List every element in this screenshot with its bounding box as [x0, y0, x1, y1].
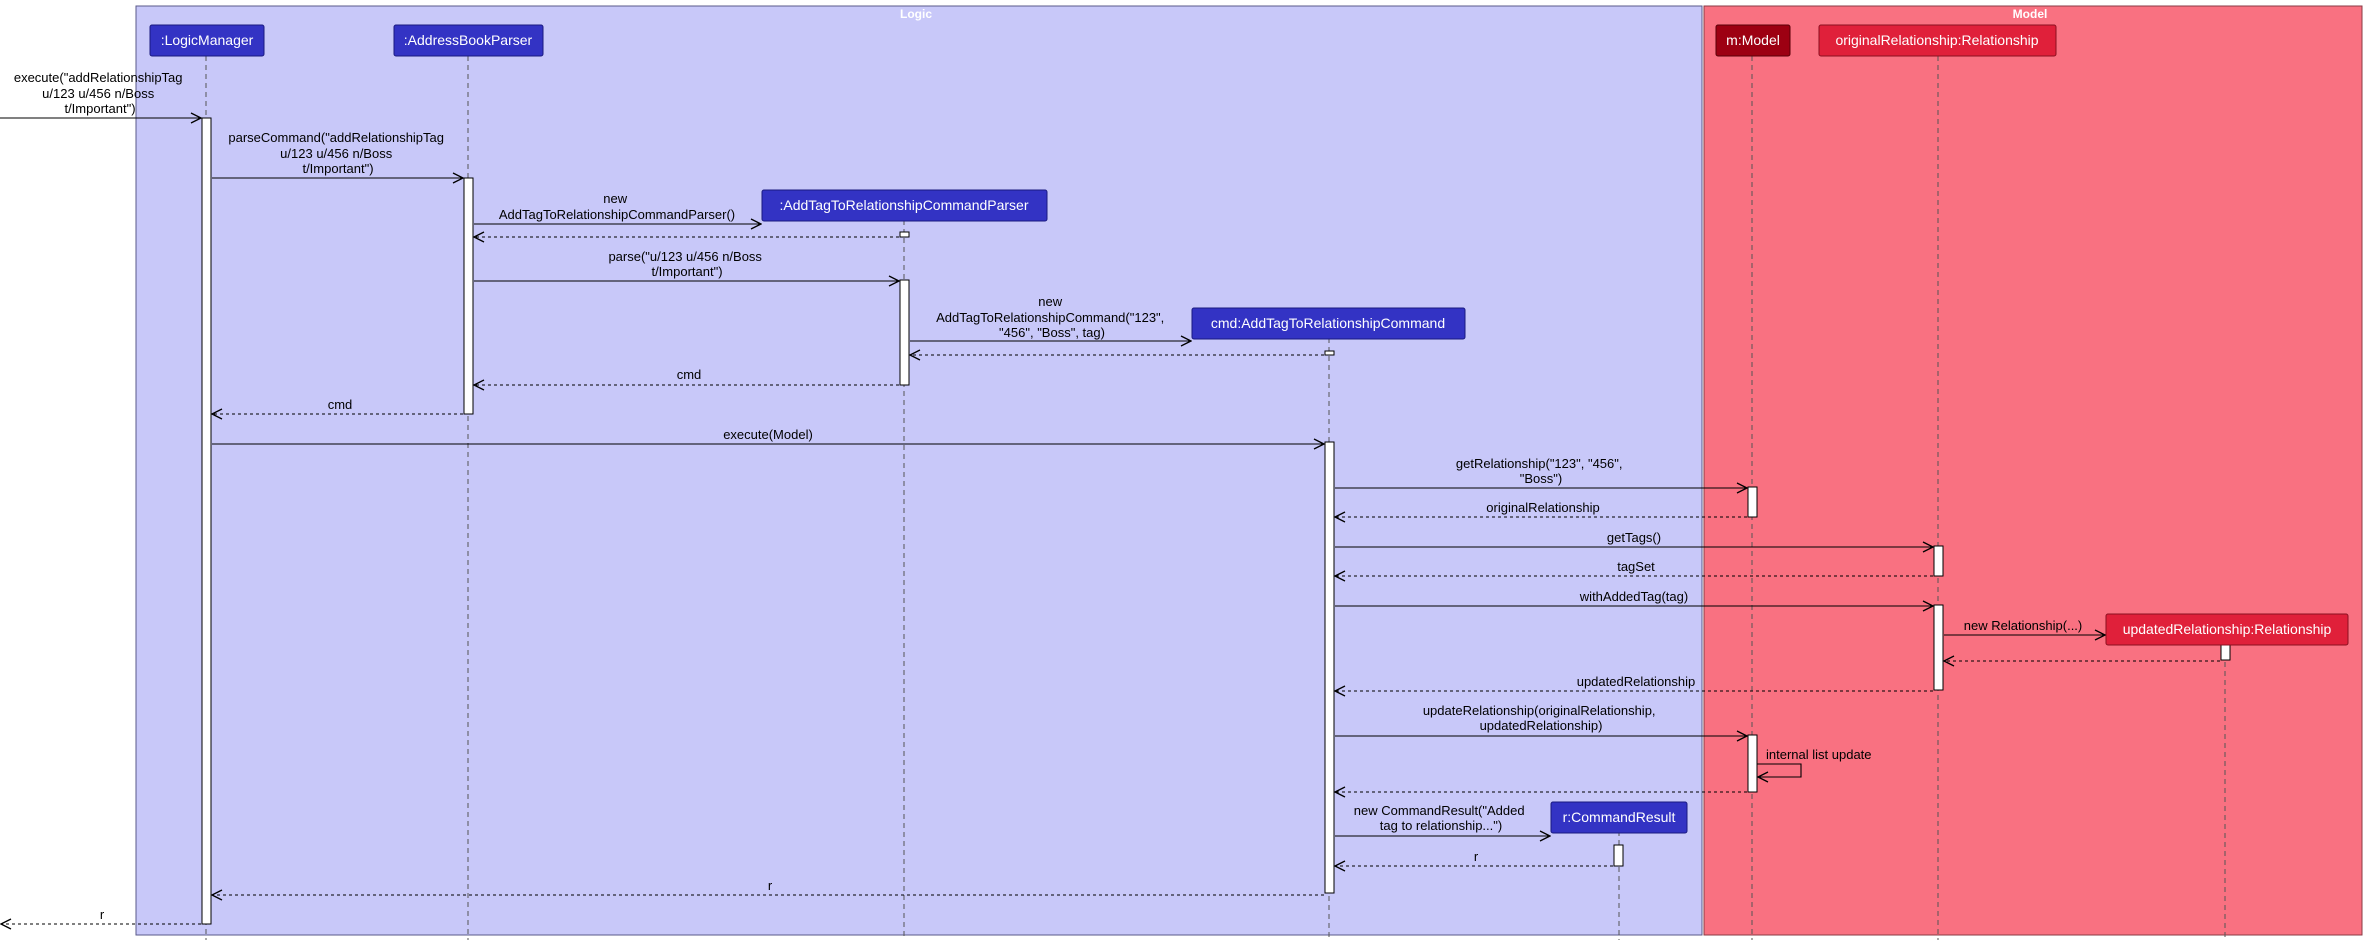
- message-execute-model: execute(Model): [212, 427, 1324, 444]
- svg-text:getRelationship("123", "456",: getRelationship("123", "456", "Boss"): [1456, 456, 1626, 486]
- activation-parser-constructor: [899, 231, 910, 238]
- message-label-line: tag to relationship..."): [1380, 818, 1502, 833]
- participant-label: :LogicManager: [161, 32, 254, 48]
- message-label-line: t/Important"): [302, 161, 373, 176]
- message-label-line: new: [1038, 294, 1062, 309]
- message-label: execute(Model): [723, 427, 813, 442]
- message-create-parser: new AddTagToRelationshipCommandParser(): [474, 191, 761, 224]
- participant-label: r:CommandResult: [1563, 809, 1676, 825]
- svg-text:new AddTagToRelationsh: new AddTagToRelationshipCommandParser(): [499, 191, 735, 222]
- participant-label: cmd:AddTagToRelationshipCommand: [1211, 315, 1445, 331]
- participant-command[interactable]: cmd:AddTagToRelationshipCommand: [1191, 307, 1466, 340]
- participant-command-result[interactable]: r:CommandResult: [1550, 801, 1688, 834]
- participant-model[interactable]: m:Model: [1715, 24, 1791, 57]
- activation-model-get: [1747, 486, 1758, 518]
- svg-text:parse("u/123 u/456 n/Boss: parse("u/123 u/456 n/Boss t/Important"): [608, 249, 765, 279]
- message-label-line: AddTagToRelationshipCommand("123",: [936, 310, 1164, 325]
- model-group-label: Model: [2013, 7, 2048, 21]
- activations: [201, 117, 2231, 925]
- message-label: new Relationship(...): [1964, 618, 2083, 633]
- participant-original-relationship[interactable]: originalRelationship:Relationship: [1818, 24, 2057, 57]
- logic-group: Logic: [135, 5, 1703, 936]
- activation-updated-relationship: [2220, 644, 2231, 661]
- activation-command-execute: [1324, 441, 1335, 894]
- message-label: r: [100, 907, 105, 922]
- activation-command-result: [1613, 844, 1624, 867]
- message-label-line: new: [603, 191, 627, 206]
- message-create-command-result: new CommandResult("Added tag to relation…: [1335, 803, 1550, 836]
- message-label: cmd: [328, 397, 353, 412]
- message-label: r: [768, 878, 773, 893]
- activation-logic-manager: [201, 117, 212, 925]
- svg-text:execute("addRelationshipTag: execute("addRelationshipTag u/123 u/456 …: [14, 70, 186, 116]
- participant-address-book-parser[interactable]: :AddressBookParser: [393, 24, 544, 57]
- activation-original-get-tags: [1933, 545, 1944, 577]
- message-label-line: new CommandResult("Added: [1354, 803, 1525, 818]
- participant-label: updatedRelationship:Relationship: [2123, 621, 2332, 637]
- message-create-relationship: new Relationship(...): [1944, 618, 2105, 635]
- message-parse-command: parseCommand("addRelationshipTag u/123 u…: [212, 130, 463, 178]
- message-label: internal list update: [1766, 747, 1872, 762]
- model-group-frame: [1703, 5, 2363, 936]
- participant-label: originalRelationship:Relationship: [1835, 32, 2038, 48]
- participant-label: m:Model: [1726, 32, 1780, 48]
- activation-original-with-added-tag: [1933, 604, 1944, 691]
- message-internal-list-update: internal list update: [1757, 747, 1872, 777]
- message-parse: parse("u/123 u/456 n/Boss t/Important"): [474, 249, 899, 281]
- message-get-relationship: getRelationship("123", "456", "Boss"): [1335, 456, 1747, 488]
- message-update-relationship: updateRelationship(originalRelationship,…: [1335, 703, 1747, 736]
- message-return-original-relationship: originalRelationship: [1335, 500, 1747, 517]
- svg-text:new CommandResult("Added: new CommandResult("Added tag to relation…: [1354, 803, 1528, 833]
- message-execute-command: execute("addRelationshipTag u/123 u/456 …: [0, 70, 201, 118]
- messages: execute("addRelationshipTag u/123 u/456 …: [0, 70, 2220, 924]
- svg-text:new AddTagToRelationsh: new AddTagToRelationshipCommand("123", "…: [936, 294, 1168, 340]
- message-label: cmd: [677, 367, 702, 382]
- participant-updated-relationship[interactable]: updatedRelationship:Relationship: [2105, 613, 2349, 646]
- participant-tag-command-parser[interactable]: :AddTagToRelationshipCommandParser: [761, 189, 1048, 222]
- message-label-line: updatedRelationship): [1480, 718, 1603, 733]
- message-label-line: t/Important"): [64, 101, 135, 116]
- message-label: getTags(): [1607, 530, 1661, 545]
- message-label-line: "Boss"): [1520, 471, 1562, 486]
- participant-logic-manager[interactable]: :LogicManager: [149, 24, 265, 57]
- activation-model-update: [1747, 734, 1758, 793]
- participants[interactable]: :LogicManager :AddressBookParser :AddTag…: [149, 24, 2349, 834]
- message-with-added-tag: withAddedTag(tag): [1335, 589, 1933, 606]
- participant-label: :AddressBookParser: [404, 32, 533, 48]
- message-label-line: parse("u/123 u/456 n/Boss: [608, 249, 762, 264]
- message-label-line: execute("addRelationshipTag: [14, 70, 183, 85]
- logic-group-label: Logic: [900, 7, 932, 21]
- activation-command-constructor: [1324, 350, 1335, 356]
- message-return-result-external: r: [1, 907, 201, 924]
- logic-group-frame: [135, 5, 1703, 936]
- message-label-line: parseCommand("addRelationshipTag: [228, 130, 444, 145]
- message-label-line: u/123 u/456 n/Boss: [280, 146, 393, 161]
- message-return-result-to-command: r: [1335, 849, 1613, 866]
- message-label: tagSet: [1617, 559, 1655, 574]
- message-label: originalRelationship: [1486, 500, 1599, 515]
- message-label: r: [1474, 849, 1479, 864]
- message-return-result-to-logic: r: [212, 878, 1324, 895]
- message-label: withAddedTag(tag): [1579, 589, 1688, 604]
- message-return-tag-set: tagSet: [1335, 559, 1933, 576]
- activation-address-book-parser: [463, 177, 474, 415]
- message-label-line: t/Important"): [651, 264, 722, 279]
- message-label: updatedRelationship: [1577, 674, 1696, 689]
- message-label-line: "456", "Boss", tag): [999, 325, 1105, 340]
- svg-text:parseCommand("addRelationshipT: parseCommand("addRelationshipTag u/123 u…: [228, 130, 447, 176]
- participant-label: :AddTagToRelationshipCommandParser: [779, 197, 1028, 213]
- message-create-command: new AddTagToRelationshipCommand("123", "…: [910, 294, 1191, 341]
- model-group: Model: [1703, 5, 2363, 936]
- message-label-line: updateRelationship(originalRelationship,: [1423, 703, 1656, 718]
- message-return-cmd-to-logic: cmd: [212, 397, 463, 414]
- svg-text:updateRelationship(originalRel: updateRelationship(originalRelationship,…: [1423, 703, 1659, 733]
- message-label-line: u/123 u/456 n/Boss: [42, 86, 155, 101]
- message-get-tags: getTags(): [1335, 530, 1933, 547]
- message-return-updated-relationship: updatedRelationship: [1335, 674, 1933, 691]
- activation-parser-parse: [899, 279, 910, 386]
- message-return-cmd-to-parser: cmd: [474, 367, 899, 385]
- message-label-line: getRelationship("123", "456",: [1456, 456, 1623, 471]
- message-label-line: AddTagToRelationshipCommandParser(): [499, 207, 735, 222]
